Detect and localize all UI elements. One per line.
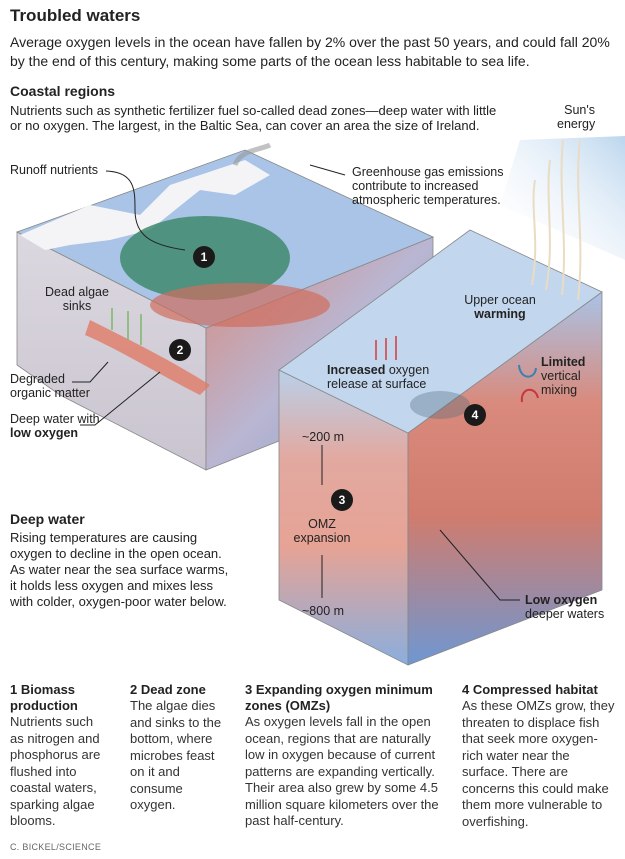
marker-4: 4 <box>464 404 486 426</box>
column-title: 3 Expanding oxygen minimum zones (OMZs) <box>245 682 433 713</box>
limited-bold: Limited <box>541 355 586 369</box>
upper-line2: warming <box>474 307 526 321</box>
limited-rest: vertical mixing <box>541 369 581 397</box>
sun-rays <box>531 139 582 301</box>
column-text: The algae dies and sinks to the bottom, … <box>130 698 222 812</box>
sinking-algae-arrows <box>111 308 142 345</box>
increased-line2: release at surface <box>327 377 427 391</box>
subtitle: Average oxygen levels in the ocean have … <box>10 34 610 69</box>
degraded-label: Degraded organic matter <box>10 372 90 400</box>
omz-expansion-label: OMZ expansion <box>293 517 351 545</box>
ocean-box-top <box>278 229 603 434</box>
low-oxygen-line2: deeper waters <box>525 607 605 621</box>
land-snow <box>20 160 270 250</box>
increased-oxygen-word: oxygen <box>388 363 430 377</box>
column-text: Nutrients such as nitrogen and phosphoru… <box>10 714 101 828</box>
credit: C. BICKEL/SCIENCE <box>10 842 102 852</box>
column-text: As oxygen levels fall in the open ocean,… <box>245 714 439 828</box>
depth-200-label: ~200 m <box>302 430 345 444</box>
mixing-arrow-up <box>518 364 537 378</box>
upper-line1: Upper ocean <box>464 293 536 307</box>
column-title: 1 Biomass production <box>10 682 78 713</box>
marker-1: 1 <box>193 246 215 268</box>
marker-3: 3 <box>331 489 353 511</box>
greenhouse-label: Greenhouse gas emissions contribute to i… <box>352 165 504 207</box>
runoff-leader <box>105 170 186 251</box>
marker-2: 2 <box>169 339 191 361</box>
column-title: 4 Compressed habitat <box>462 682 598 697</box>
dead-algae-label: Dead algae sinks <box>45 285 109 313</box>
deep-heading: Deep water <box>10 511 85 527</box>
column-3: 3 Expanding oxygen minimum zones (OMZs)A… <box>245 682 440 830</box>
deep-low-line1: Deep water with <box>10 412 100 426</box>
red-water-patch <box>150 283 330 327</box>
deep-low-line2: low oxygen <box>10 426 79 440</box>
coastal-heading: Coastal regions <box>10 83 116 99</box>
deep-text: Rising temperatures are causing oxygen t… <box>10 530 229 609</box>
coastal-text: Nutrients such as synthetic fertilizer f… <box>10 103 497 133</box>
column-text: As these OMZs grow, they threaten to dis… <box>462 698 615 829</box>
smoke <box>232 142 272 167</box>
oxygen-release-arrows <box>375 336 397 360</box>
sun-energy-label: Sun's energy <box>557 103 596 131</box>
low-oxygen-bold: Low oxygen <box>525 593 598 607</box>
column-title: 2 Dead zone <box>130 682 206 697</box>
low-oxygen-water <box>85 320 210 395</box>
title: Troubled waters <box>10 6 141 25</box>
fish-school <box>410 391 470 419</box>
mixing-arrow-down <box>520 388 539 403</box>
greenhouse-arrow <box>309 164 346 176</box>
leader-lines <box>72 164 520 601</box>
increased-bold: Increased <box>327 363 386 377</box>
depth-800-label: ~800 m <box>302 604 345 618</box>
runoff-label: Runoff nutrients <box>10 163 99 177</box>
